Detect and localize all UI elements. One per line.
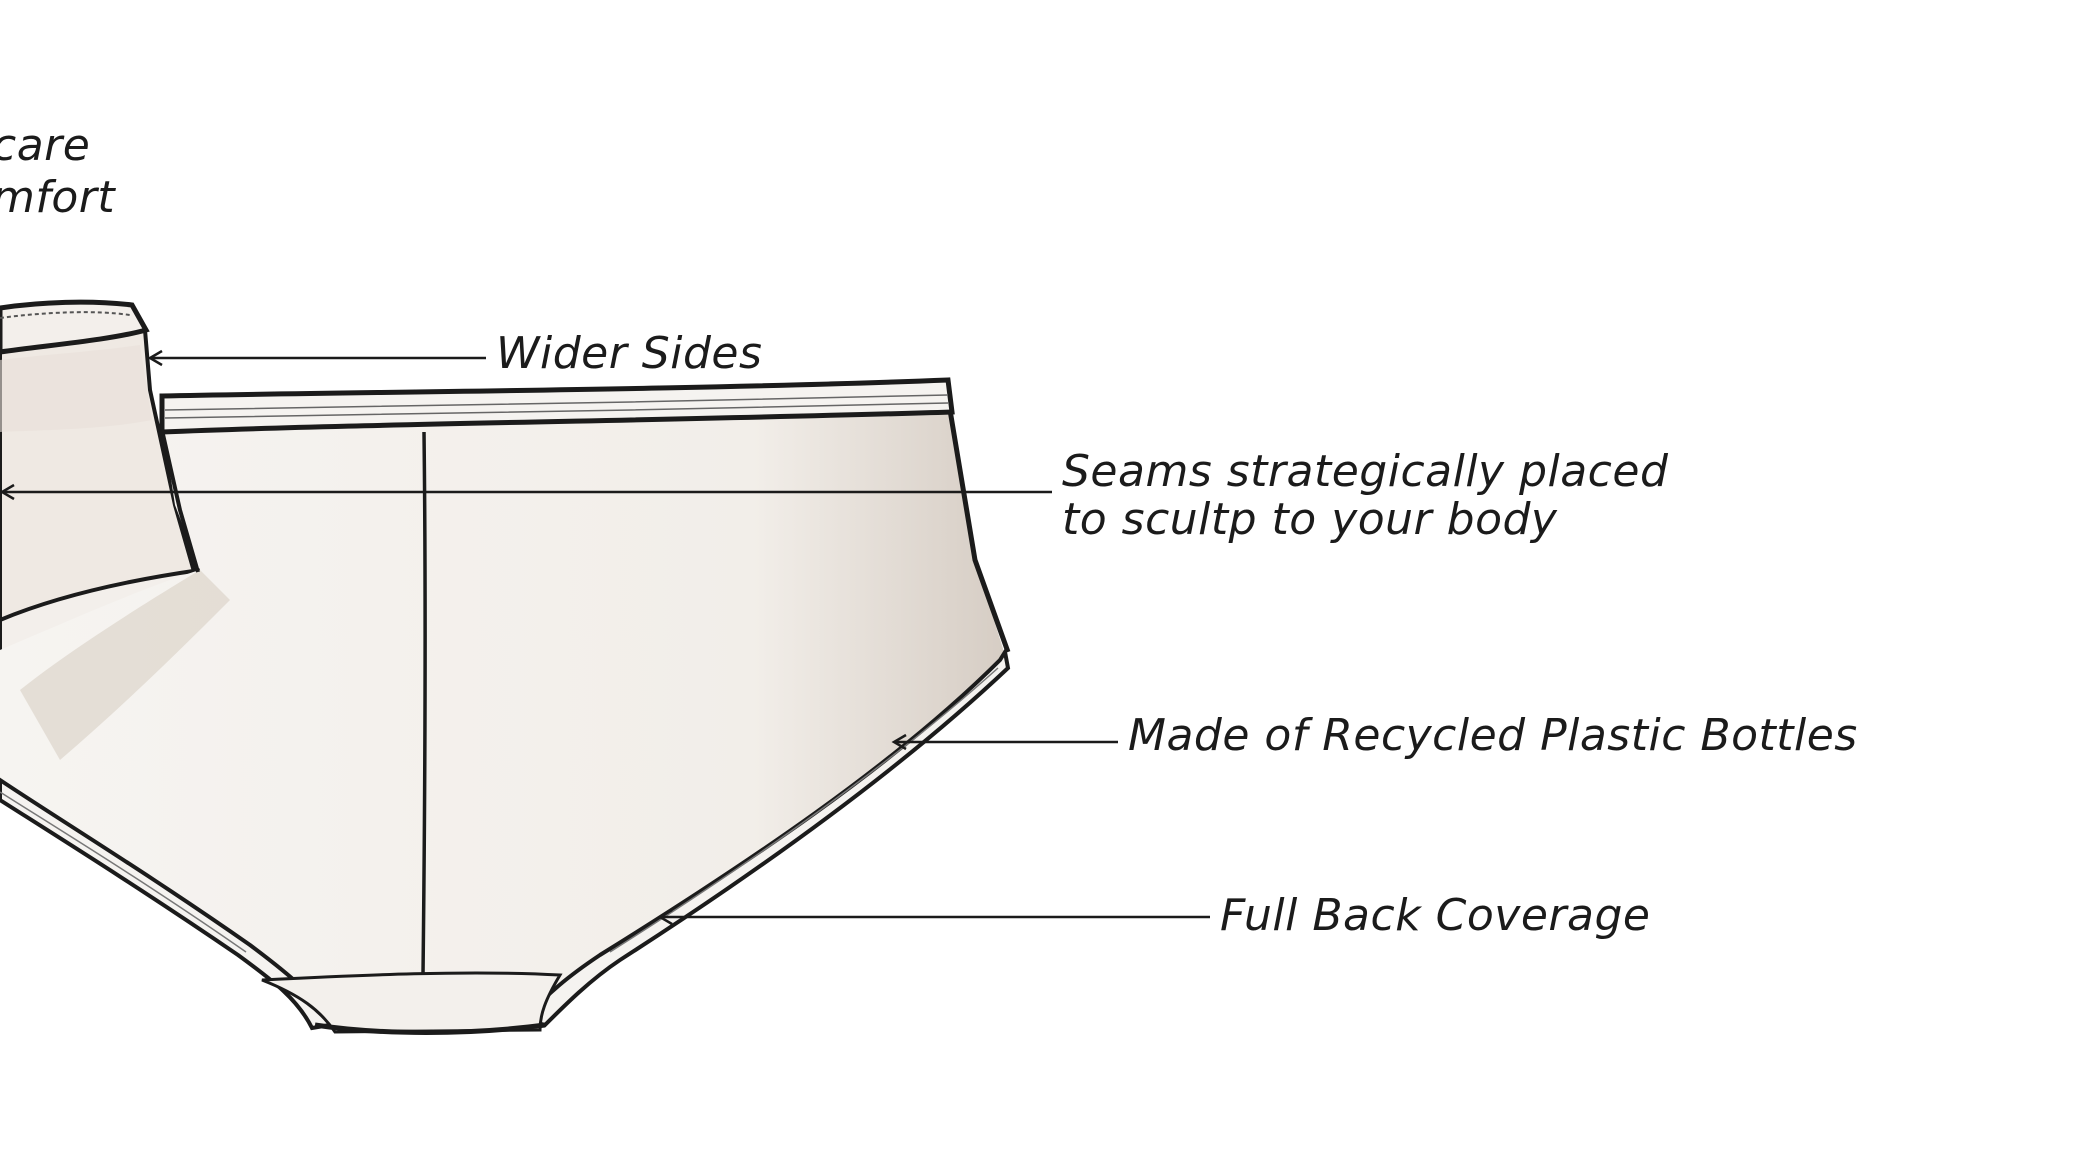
arrow-wider-sides [147, 349, 163, 367]
left-garment-top-stitch [0, 311, 131, 319]
callout-coverage: Full Back Coverage [1220, 890, 1651, 941]
left-garment-side-shadow [0, 345, 152, 432]
brief-gusset [261, 971, 563, 1034]
brief-right-leg-stitch [609, 667, 999, 953]
arrow-recycled [891, 733, 907, 751]
main-brief [0, 377, 1011, 1035]
arrow-seams [0, 483, 15, 501]
callout-top-left-line1: care [0, 120, 91, 171]
callout-recycled: Made of Recycled Plastic Bottles [1128, 710, 1858, 761]
brief-left-side-outline [160, 429, 200, 573]
arrow-coverage [657, 908, 673, 926]
brief-waistband-stitch-1 [164, 394, 949, 411]
brief-center-seam [421, 431, 427, 976]
brief-right-side-outline [947, 409, 1011, 653]
callout-wider-sides: Wider Sides [496, 328, 763, 379]
callout-top-left-line2: mfort [0, 172, 116, 223]
callout-seams-line2: to scultp to your body [1062, 494, 1558, 545]
brief-left-leg-stitch [0, 791, 247, 953]
callout-seams-line1: Seams strategically placed [1062, 446, 1669, 497]
brief-bottom-outline [314, 1022, 546, 1035]
callout-top-left: care mfort [0, 120, 115, 224]
leader-lines [0, 349, 1210, 926]
brief-body [0, 408, 1005, 1030]
brief-waistband-stitch-2 [164, 402, 949, 419]
callout-seams: Seams strategically placed to scultp to … [1062, 448, 1668, 544]
brief-left-shadow [20, 570, 230, 760]
